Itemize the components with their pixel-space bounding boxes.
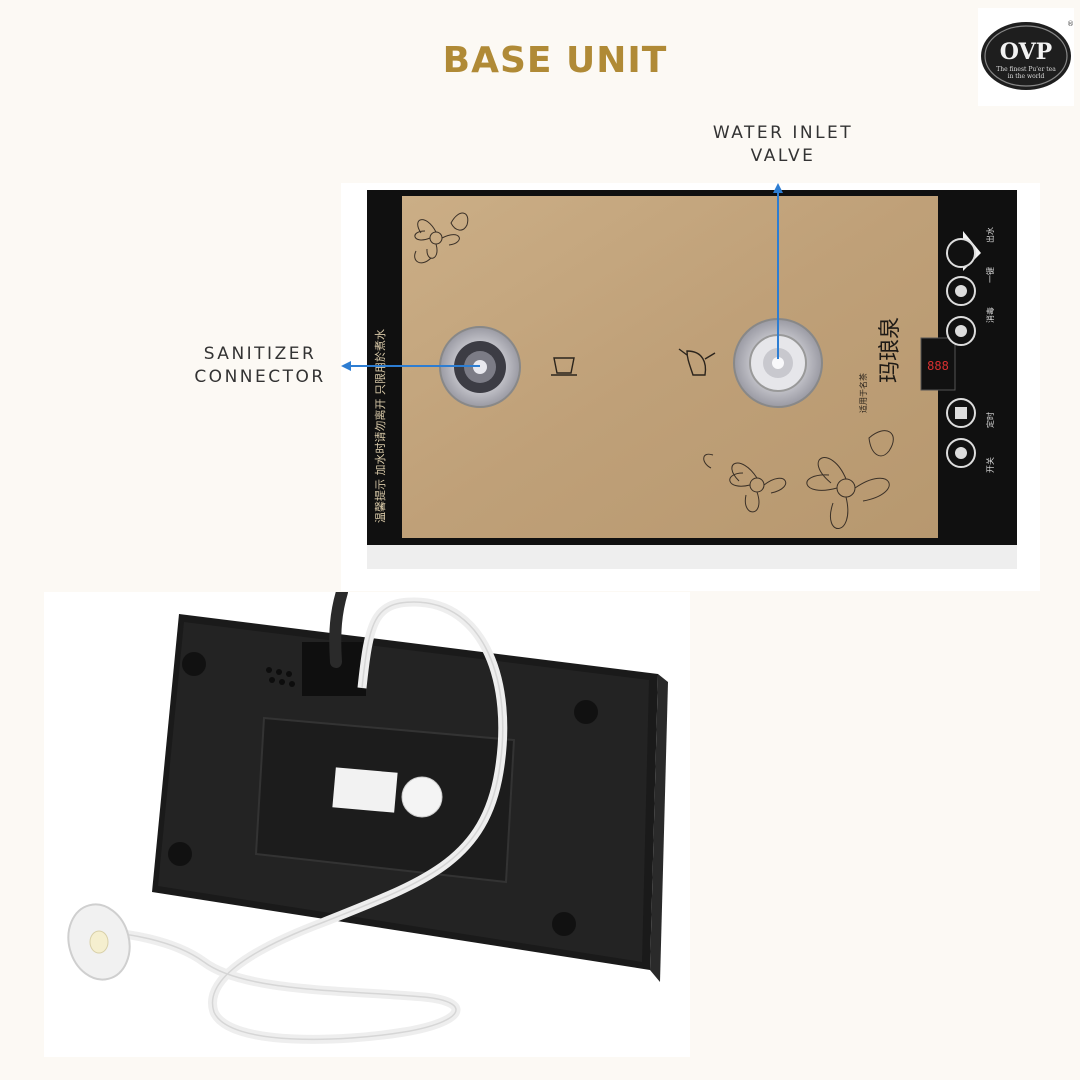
control-buttons: 出水 一键 消毒 定时 开关 [946, 227, 995, 473]
svg-text:in the world: in the world [1008, 73, 1045, 80]
logo-mark: OVP [1000, 39, 1052, 65]
button-icon [946, 438, 976, 468]
svg-text:开关: 开关 [985, 457, 995, 473]
svg-text:适用于名茶: 适用于名茶 [858, 373, 868, 413]
brand-logo: OVP The finest Pu'er tea in the world ® [978, 8, 1074, 106]
brand-block: 玛琅泉 888 适用于名茶 [858, 317, 956, 413]
water-inlet-arrow [773, 183, 783, 359]
page-title: BASE UNIT [442, 40, 668, 81]
kettle-icon [678, 348, 716, 376]
panel-front-photo: 温馨提示 加水时请勿离开 只限用於煮水 [341, 183, 1040, 591]
svg-text:消毒: 消毒 [985, 307, 995, 323]
button-icon [946, 231, 981, 271]
water-inlet-valve [733, 318, 823, 408]
teacup-icon [551, 357, 577, 376]
svg-text:定时: 定时 [985, 412, 995, 428]
svg-text:玛琅泉: 玛琅泉 [878, 317, 903, 383]
sanitizer-connector-label: SANITIZER CONNECTOR [194, 344, 326, 387]
led-display: 888 [927, 359, 949, 373]
panel-caption: 温馨提示 加水时请勿离开 只限用於煮水 [373, 329, 387, 523]
svg-text:一键: 一键 [985, 267, 995, 283]
flower-decoration-top [414, 212, 469, 264]
button-icon [946, 398, 976, 428]
button-icon [946, 316, 976, 346]
water-inlet-valve-label: WATER INLET VALVE [712, 123, 854, 166]
flower-decoration-bottom [703, 430, 894, 529]
button-icon [946, 276, 976, 306]
unit-back-photo [44, 592, 690, 1057]
svg-text:出水: 出水 [985, 227, 995, 243]
speaker-grille-icon [266, 667, 295, 687]
svg-text:The finest Pu'er tea: The finest Pu'er tea [996, 66, 1056, 73]
sanitizer-arrow [341, 361, 480, 371]
svg-text:®: ® [1067, 20, 1074, 28]
